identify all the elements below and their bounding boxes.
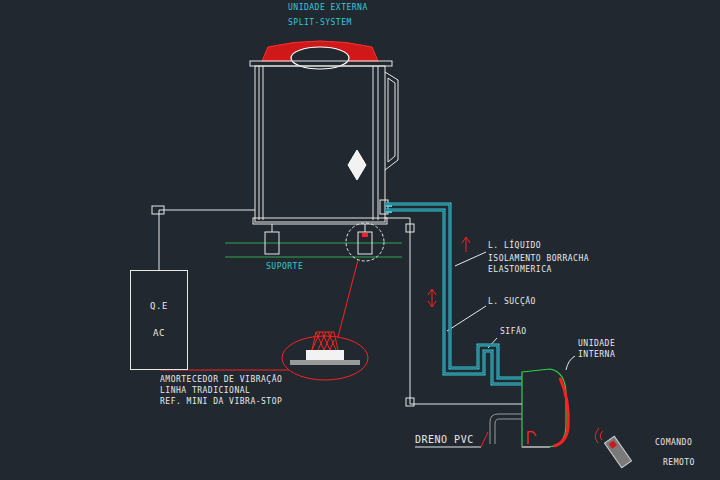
nameplate-diamond (348, 150, 366, 180)
drain-label: DRENO PVC (415, 433, 474, 446)
damper-foot (265, 232, 279, 254)
label-underline (415, 447, 481, 448)
indoor-detail (528, 432, 536, 445)
panel-label: AC (153, 328, 165, 339)
unit-heading: UNIDADE EXTERNA (288, 2, 368, 13)
flow-arrow (462, 237, 470, 252)
leader-line (455, 252, 486, 266)
support-line (225, 257, 402, 258)
foot-bolt (365, 224, 366, 232)
leader-line (447, 306, 486, 331)
damper-note: AMORTECEDOR DE VIBRAÇÃO (160, 374, 282, 385)
remote-button (609, 440, 617, 448)
detail-leader (338, 260, 358, 337)
label-leader (481, 432, 488, 447)
corner-post (259, 66, 260, 220)
detail-circle (346, 223, 384, 261)
foot-bolt (272, 224, 273, 232)
indoor-unit-outline (522, 369, 566, 447)
leader-line (566, 356, 575, 370)
remote-label: COMANDO (655, 437, 692, 448)
support-label: SUPORTE (266, 261, 303, 272)
detail-plate (306, 350, 344, 360)
pipe-label: L. SUCÇÃO (488, 296, 536, 307)
detail-ellipse (282, 336, 368, 380)
liquid-line (385, 204, 522, 378)
remote-control (604, 436, 631, 467)
panel-label: Q.E (150, 301, 168, 312)
indoor-base (522, 446, 550, 448)
unit-heading: UNIDADE INTERNA (578, 338, 628, 360)
pipe-label: L. LÍQUIDO (488, 240, 541, 251)
unit-body (255, 66, 385, 222)
corner-post (378, 66, 379, 220)
pipe-core (385, 204, 522, 378)
support-line (225, 243, 402, 244)
damper-mark (362, 233, 368, 237)
damper-foot (358, 232, 372, 254)
power-cable (159, 210, 255, 270)
unit-subheading: SPLIT-SYSTEM (288, 17, 352, 28)
remote-body (604, 436, 631, 467)
remote-label: REMOTO (663, 457, 695, 468)
electrical-panel: Q.E AC (130, 270, 188, 370)
insulation-note: ISOLAMENTO BORRACHA ELASTOMERICA (488, 253, 596, 275)
signal-waves (595, 428, 603, 443)
top-plate (250, 61, 392, 66)
detail-base (290, 360, 360, 365)
damper-note: LINHA TRADICIONAL (160, 385, 250, 396)
indoor-unit: UNIDADE INTERNA (522, 368, 568, 448)
damper-note: REF. MINI DA VIBRA-STOP (160, 396, 282, 407)
rubber-hatch (312, 332, 338, 350)
siphon-label: SIFÃO (500, 326, 527, 337)
corner-post (373, 66, 374, 220)
indoor-louver (554, 378, 568, 446)
drain-pipe (495, 419, 522, 444)
side-panel (388, 78, 395, 162)
side-panel (385, 72, 398, 170)
flow-arrow (428, 289, 436, 307)
corner-post (263, 66, 264, 220)
drain-pipe (490, 414, 522, 444)
outdoor-unit: UNIDADE EXTERNASPLIT-SYSTEM (255, 62, 385, 224)
